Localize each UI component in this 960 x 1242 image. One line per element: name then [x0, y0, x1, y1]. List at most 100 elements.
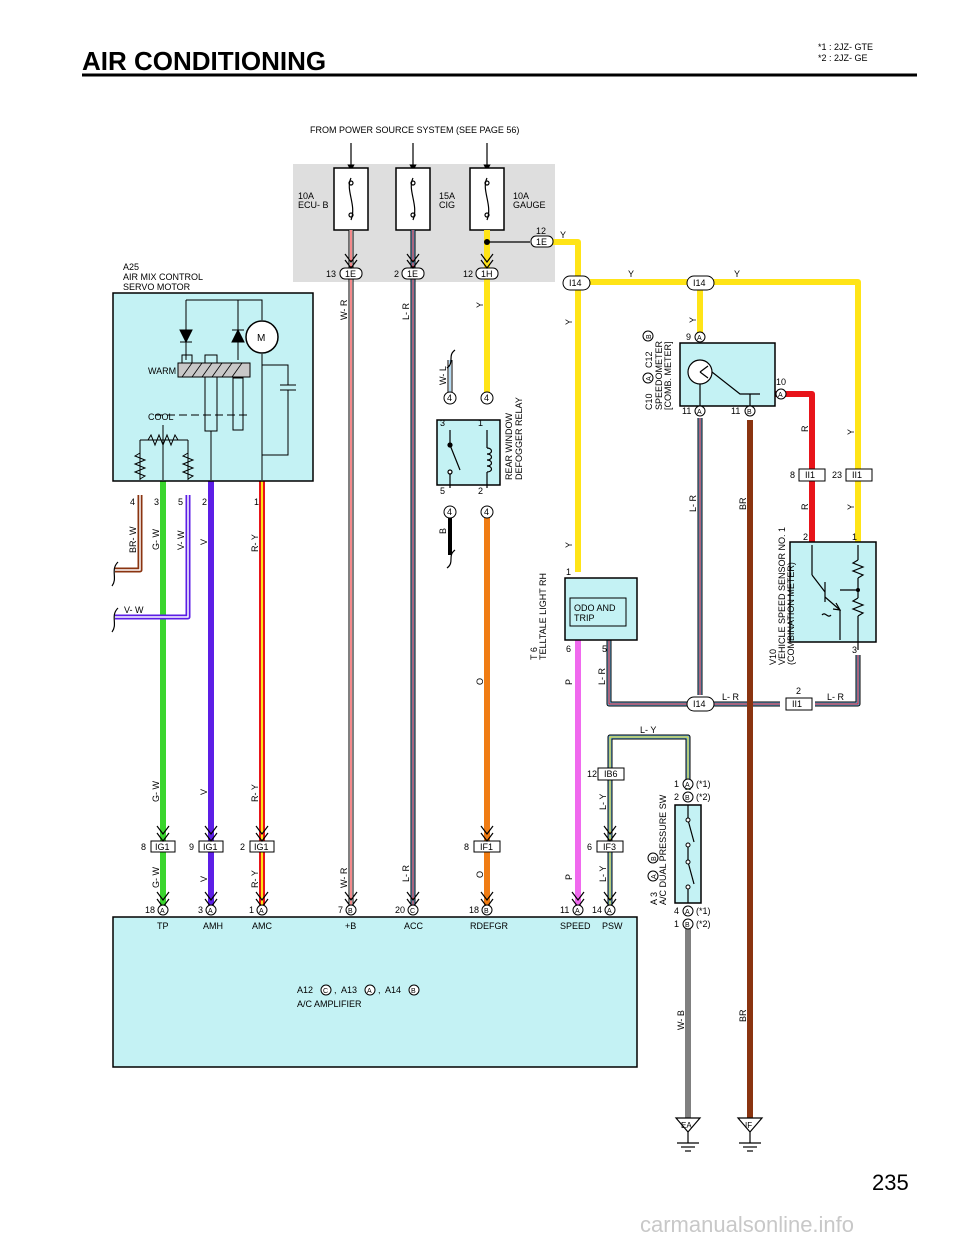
amp-a13: A13 — [341, 985, 357, 995]
fuse-gauge-name: GAUGE — [513, 200, 546, 210]
amp-terminal-label: AMC — [252, 921, 273, 931]
amp-terminal-num: 11 — [560, 905, 569, 915]
svg-text:L- Y: L- Y — [598, 866, 608, 882]
defogger-relay-box — [436, 419, 501, 486]
servo-cool: COOL — [148, 412, 174, 422]
svg-text:O: O — [475, 871, 485, 878]
amp-terminal-conn: A — [607, 908, 612, 915]
servo-slider — [177, 362, 251, 378]
speedometer-gauge-icon — [687, 359, 760, 410]
amp-terminal-num: 18 — [469, 905, 479, 915]
relay-connectors — [443, 391, 494, 519]
psw-s2: (*2) — [696, 792, 711, 802]
pin-13: 13 — [326, 269, 336, 279]
pin-12b: 12 — [536, 226, 546, 236]
spd-c12: C12 — [644, 351, 654, 368]
fuses — [333, 167, 505, 231]
svg-text:R: R — [800, 503, 810, 510]
svg-text:BR: BR — [738, 497, 748, 510]
spd-pin-11b: 11 — [731, 406, 740, 416]
relay-internals — [447, 430, 493, 488]
svg-text:L- R: L- R — [597, 667, 607, 685]
vss-code: V10 — [768, 649, 778, 665]
amp-terminal-num: 18 — [145, 905, 155, 915]
svg-text:R- Y: R- Y — [250, 534, 260, 552]
psw-conn-b2: B — [685, 922, 690, 929]
pin-ig1-2: 2 — [240, 842, 245, 852]
wire-labels: W- R L- R Y Y Y Y Y Y Y Y Y W- L B O O P… — [124, 230, 856, 1030]
conn-1e-c: 1E — [536, 237, 547, 247]
telltale-pin-1: 1 — [566, 567, 571, 577]
ii1-connectors — [785, 468, 873, 711]
conn-i14-a: I14 — [569, 278, 582, 288]
amp-name: A/C AMPLIFIER — [297, 999, 362, 1009]
spd-conn-a1: A — [697, 335, 702, 342]
telltale-code: T 6 — [529, 647, 539, 660]
i14-connectors — [562, 275, 715, 712]
servo-internals — [133, 299, 296, 480]
svg-text:P: P — [564, 874, 574, 880]
psw-code-b: B — [651, 856, 658, 861]
relay-conn-tr: 4 — [484, 393, 489, 403]
svg-text:R: R — [800, 425, 810, 432]
svg-text:BR- W: BR- W — [128, 526, 138, 553]
conn-ig1-c: IG1 — [254, 842, 269, 852]
ground-if: IF — [745, 1121, 752, 1130]
servo-name-1: AIR MIX CONTROL — [123, 272, 203, 282]
amp-a12-c: C — [323, 988, 328, 995]
conn-ig1-b: IG1 — [203, 842, 218, 852]
motor-icon — [245, 320, 279, 354]
conn-1e-b: 1E — [407, 269, 418, 279]
servo-name-2: SERVO MOTOR — [123, 282, 191, 292]
svg-text:G- W: G- W — [151, 529, 161, 550]
amp-comma-2: , — [378, 985, 381, 995]
spd-c12-b-icon — [642, 330, 654, 342]
psw-n1: 1 — [674, 779, 679, 789]
psw-code: A 3 — [649, 892, 659, 905]
amp-terminal-pin — [604, 904, 616, 916]
amp-terminal-pin — [256, 904, 268, 916]
spd-conn-a2: A — [778, 392, 783, 399]
svg-text:L- R: L- R — [401, 302, 411, 320]
conn-ii1-c: II1 — [792, 699, 802, 709]
spd-c12-b: B — [646, 334, 653, 339]
amp-terminal-conn: C — [410, 908, 415, 915]
vss-box — [789, 541, 877, 643]
amp-terminal-num: 14 — [592, 905, 602, 915]
psw-conn-a2: A — [685, 909, 690, 916]
pin-2: 2 — [394, 269, 399, 279]
telltale-pin-6: 6 — [566, 644, 571, 654]
svg-text:BR: BR — [738, 1009, 748, 1022]
fuse-ecub-amp: 10A — [298, 191, 314, 201]
relay-pin-3: 3 — [440, 418, 445, 428]
yellow-splice — [484, 239, 490, 245]
svg-text:L- R: L- R — [688, 494, 698, 512]
amp-terminal-pin — [407, 904, 419, 916]
conn-i14-c: I14 — [693, 699, 706, 709]
conn-if1: IF1 — [480, 842, 493, 852]
speedometer-name-2: [COMB. METER] — [663, 341, 673, 410]
ground-ea: EA — [681, 1121, 692, 1130]
svg-text:Y: Y — [846, 504, 856, 510]
pin-if1-8: 8 — [464, 842, 469, 852]
ground-symbols — [674, 1117, 764, 1152]
amp-terminal-num: 3 — [198, 905, 203, 915]
conn-1h: 1H — [481, 269, 493, 279]
vss-pin-2: 2 — [803, 532, 808, 542]
amp-terminal-label: +B — [345, 921, 356, 931]
amp-terminal-label: SPEED — [560, 921, 591, 931]
amp-terminal-label: PSW — [602, 921, 623, 931]
relay-name-2: DEFOGGER RELAY — [514, 397, 524, 480]
conn-ig1-a: IG1 — [155, 842, 170, 852]
amp-terminal-pin — [157, 904, 169, 916]
svg-text:Y: Y — [734, 269, 740, 279]
svg-text:W- R: W- R — [339, 867, 349, 888]
fuse-elements — [348, 177, 490, 221]
svg-text:Y: Y — [564, 319, 574, 325]
svg-text:R- Y: R- Y — [250, 870, 260, 888]
fuse-cig-amp: 15A — [439, 191, 455, 201]
pin-if3-6: 6 — [587, 842, 592, 852]
speedometer-pins — [694, 331, 787, 417]
speedometer-name-1: SPEEDOMETER — [654, 340, 664, 410]
